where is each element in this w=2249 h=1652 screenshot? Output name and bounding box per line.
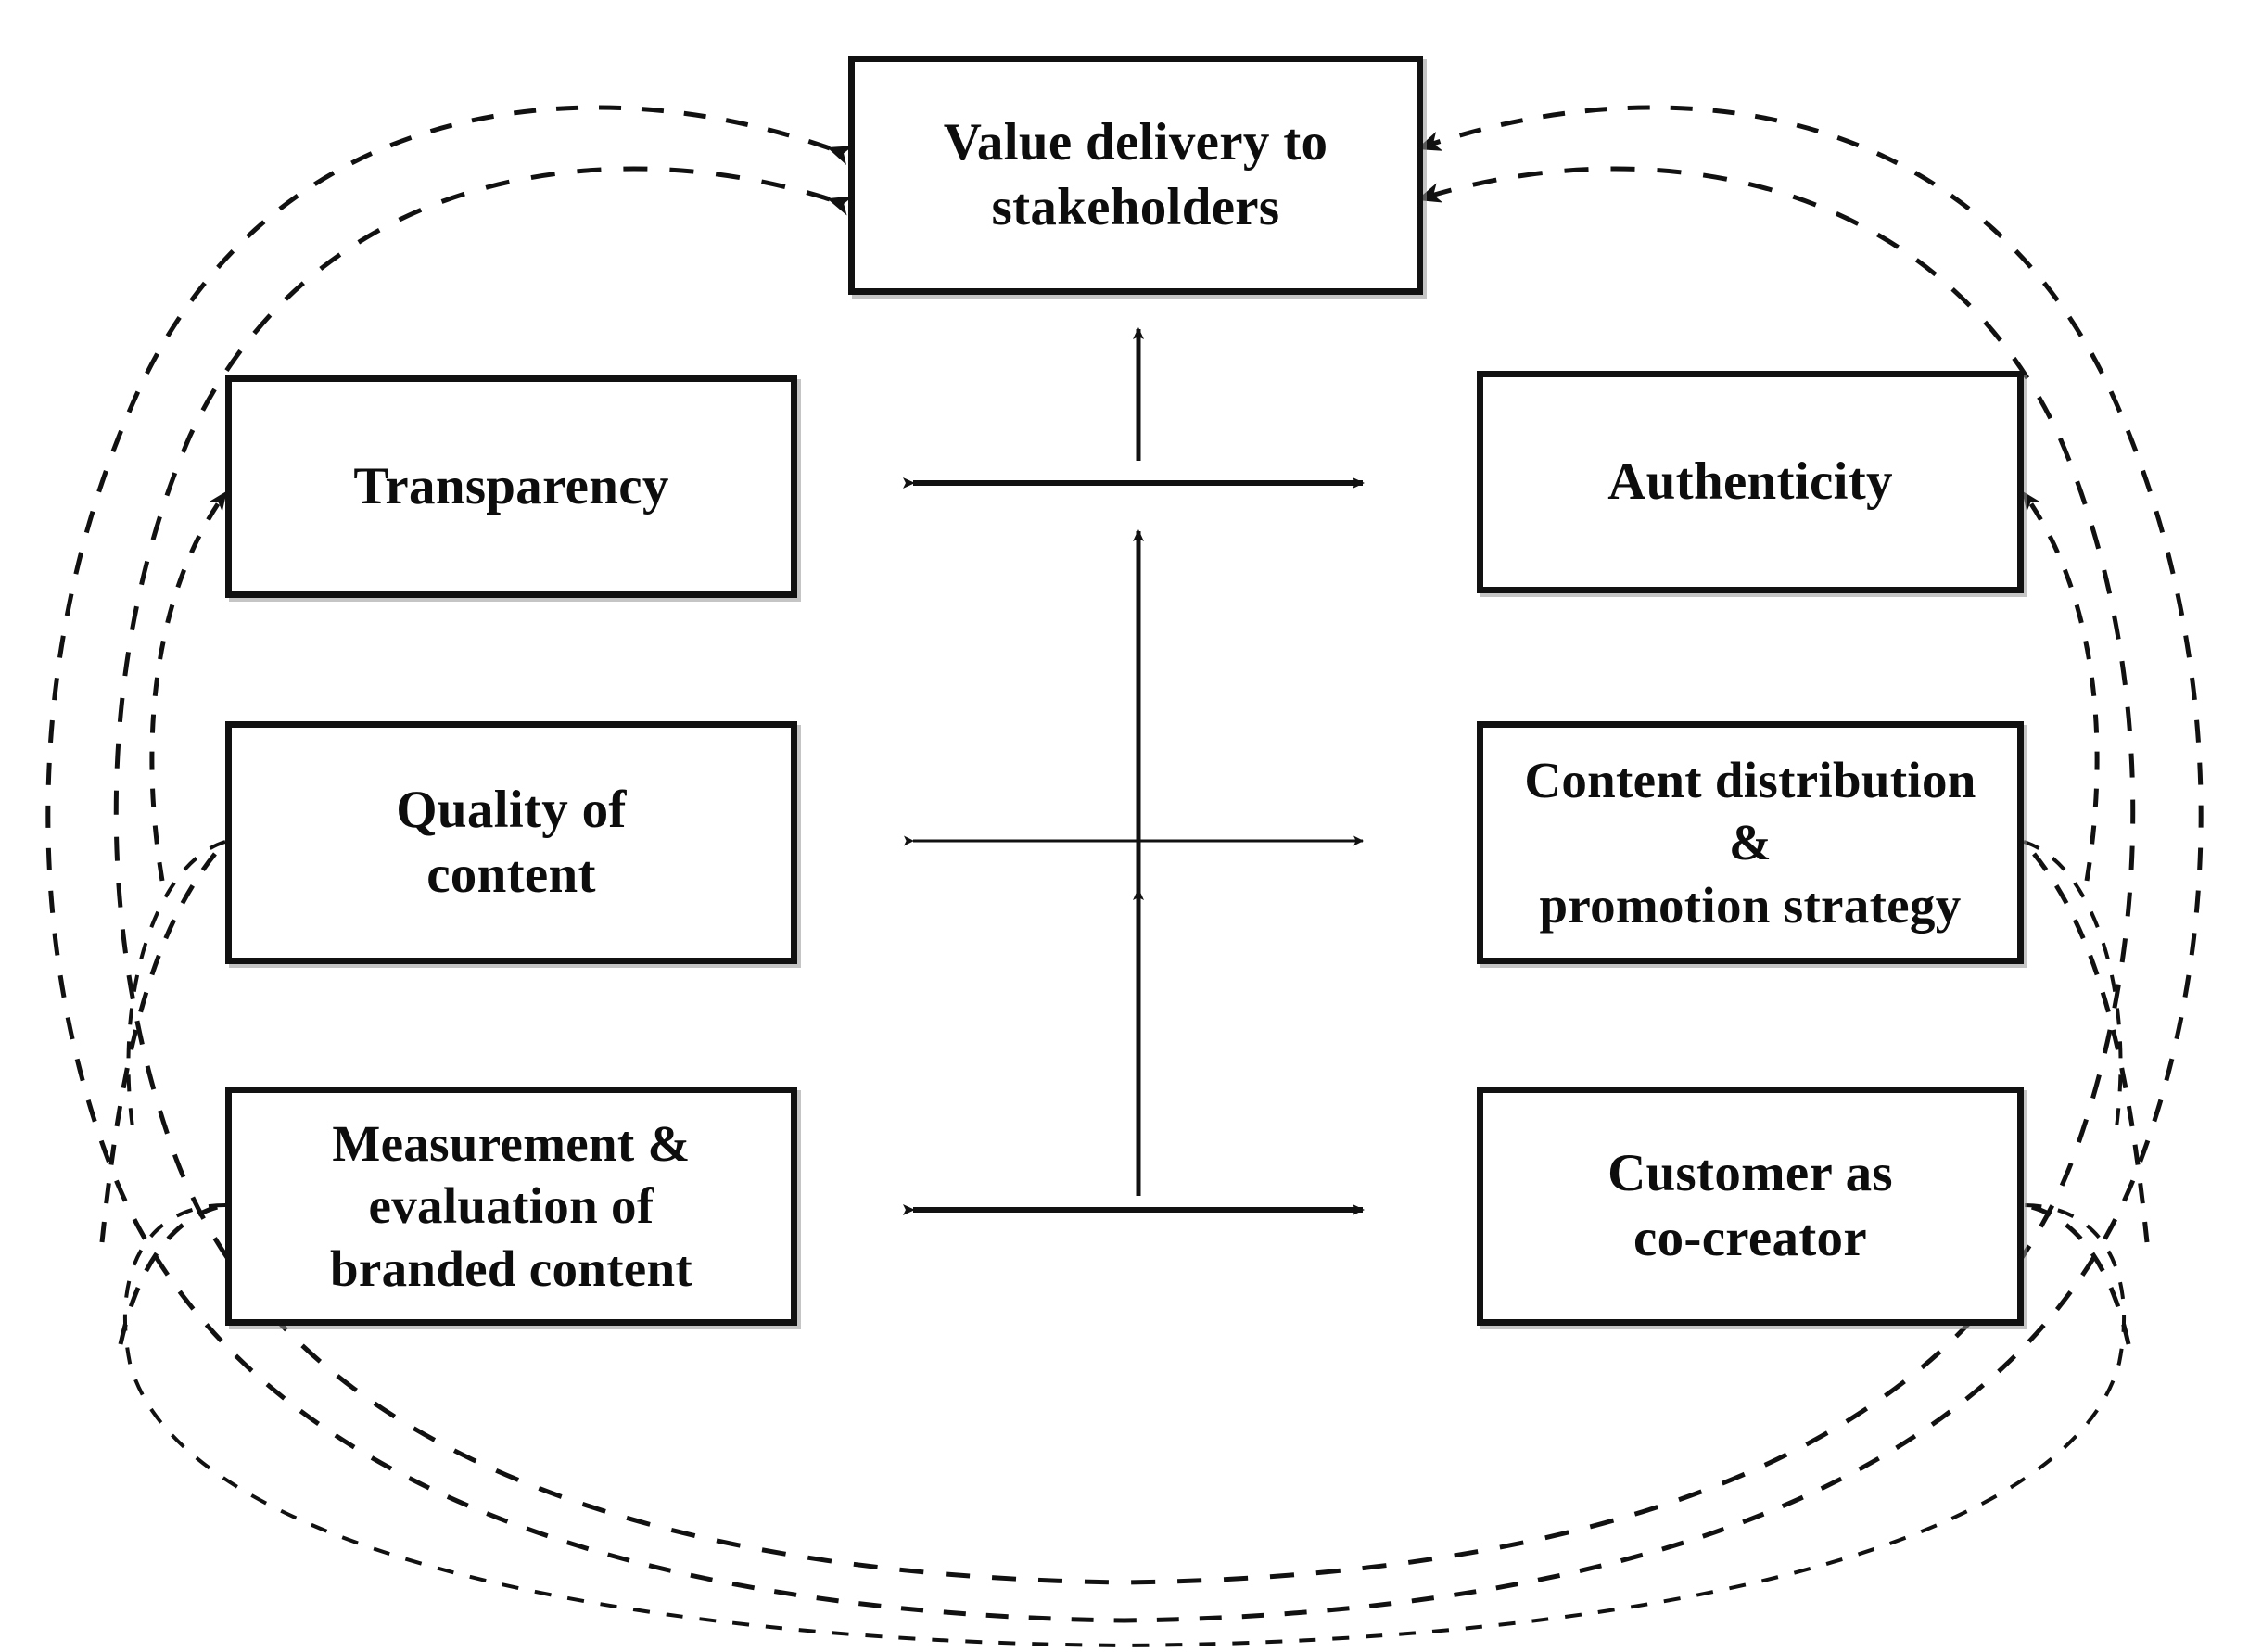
node-content-distribution[interactable]: Content distribution & promotion strateg…	[1477, 721, 2024, 964]
dashed-curve-to-measurement	[118, 1202, 226, 1345]
node-label-customer-co-creator: Customer as co-creator	[1607, 1144, 1893, 1267]
dashed-curve-left-link	[126, 840, 226, 1141]
dashed-curve-right-link	[2023, 840, 2123, 1141]
node-measurement-evaluation[interactable]: Measurement & evaluation of branded cont…	[225, 1087, 797, 1326]
dashed-curve-to-customer-cocreator	[2023, 1202, 2131, 1345]
node-customer-co-creator[interactable]: Customer as co-creator	[1477, 1087, 2024, 1326]
node-label-quality-of-content: Quality of content	[396, 781, 627, 904]
dashed-curve-to-authenticity	[2021, 490, 2100, 882]
node-label-value-delivery: Value delivery to stakeholders	[943, 113, 1328, 236]
dashed-curve-to-quality	[99, 840, 227, 1243]
node-authenticity[interactable]: Authenticity	[1477, 371, 2024, 593]
node-transparency[interactable]: Transparency	[225, 375, 797, 598]
node-quality-of-content[interactable]: Quality of content	[225, 721, 797, 964]
node-label-measurement-evaluation: Measurement & evaluation of branded cont…	[329, 1115, 693, 1297]
node-label-authenticity: Authenticity	[1607, 452, 1893, 512]
node-label-content-distribution: Content distribution & promotion strateg…	[1524, 752, 1976, 934]
node-value-delivery-to-stakeholders[interactable]: Value delivery to stakeholders	[848, 56, 1423, 295]
dashed-curve-to-transparency	[149, 490, 228, 882]
dashed-curve-to-content-distribution	[2022, 840, 2150, 1243]
node-label-transparency: Transparency	[353, 457, 669, 516]
